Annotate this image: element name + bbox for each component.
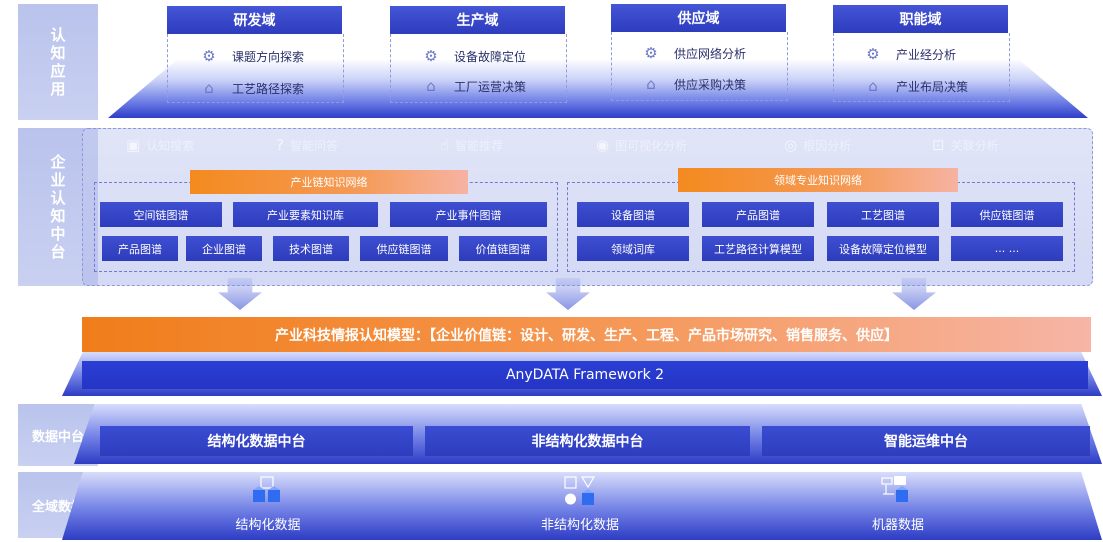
domain-body-function — [833, 33, 1010, 102]
network-tag[interactable]: 供应链图谱 — [951, 202, 1063, 227]
capability-label: 智能推荐 — [455, 138, 504, 153]
capability-label: 根因分析 — [803, 138, 852, 153]
domain-body-production — [390, 34, 567, 103]
capability-label: 关联分析 — [950, 138, 999, 153]
robot-icon: ⚙ — [866, 45, 880, 63]
app-label: 工艺路径探索 — [232, 81, 305, 96]
app-item[interactable]: ⚙ 设备故障定位 — [420, 46, 526, 66]
capability-item[interactable]: ◎ 根因分析 — [784, 136, 851, 154]
sidebar-cognitive-apps: 认知应用 — [18, 4, 98, 120]
network-tag[interactable]: 工艺路径计算模型 — [702, 236, 814, 261]
capability-label: 智能问答 — [289, 138, 338, 153]
factory-icon: ⌂ — [426, 77, 436, 95]
app-item[interactable]: ⚙ 课题方向探索 — [198, 46, 304, 66]
domain-title-function: 职能域 — [833, 5, 1008, 33]
data-source-label: 非结构化数据 — [540, 518, 619, 533]
network-tag[interactable]: 产业要素知识库 — [233, 202, 378, 227]
data-platform-unstructured[interactable]: 非结构化数据中台 — [425, 426, 750, 456]
capability-item[interactable]: ? 智能问答 — [276, 136, 338, 154]
data-platform-structured[interactable]: 结构化数据中台 — [100, 426, 413, 456]
app-label: 产业布局决策 — [896, 79, 969, 94]
sidebar-label: 企业认知中台 — [50, 153, 66, 261]
robot-icon: ⚙ — [424, 47, 438, 65]
robot-icon: ⚙ — [644, 44, 658, 62]
cubes-icon — [253, 476, 280, 502]
network-tag[interactable]: 领域词库 — [577, 236, 689, 261]
domain-title-supply: 供应域 — [611, 4, 786, 32]
app-item[interactable]: ⚙ 产业经分析 — [862, 44, 956, 64]
capability-item[interactable]: ⊡ 关联分析 — [932, 136, 999, 154]
data-source-label: 结构化数据 — [235, 518, 301, 533]
network-tag[interactable]: 企业图谱 — [186, 236, 262, 261]
network-tag[interactable]: 供应链图谱 — [360, 236, 448, 261]
robot-icon: ⚙ — [202, 47, 216, 65]
cognitive-model-bar: 产业科技情报认知模型：【企业价值链：设计、研发、生产、工程、产品市场研究、销售服… — [82, 317, 1091, 352]
capability-item[interactable]: ◉ 图可视化分析 — [596, 136, 687, 154]
app-item[interactable]: ⌂ 供应采购决策 — [640, 74, 746, 94]
sidebar-label: 数据中台 — [31, 429, 84, 445]
target-icon: ◎ — [784, 136, 798, 154]
domain-body-rd — [167, 34, 344, 103]
network-tag[interactable]: 空间链图谱 — [100, 202, 222, 227]
framework-bar: AnyDATA Framework 2 — [82, 361, 1088, 389]
data-source-label: 机器数据 — [871, 518, 924, 533]
network-tag[interactable]: 工艺图谱 — [827, 202, 939, 227]
eye-icon: ◉ — [596, 136, 610, 154]
domain-title-rd: 研发域 — [167, 6, 342, 34]
app-label: 课题方向探索 — [232, 49, 305, 64]
industry-network-title: 产业链知识网络 — [190, 170, 468, 194]
app-label: 产业经分析 — [896, 47, 957, 62]
shapes-icon — [564, 476, 596, 505]
network-tag[interactable]: ... ... — [951, 236, 1063, 261]
capability-label: 图可视化分析 — [615, 138, 688, 153]
sidebar-label: 认知应用 — [50, 26, 66, 98]
network-tag[interactable]: 设备图谱 — [577, 202, 689, 227]
capability-label: 认知搜索 — [146, 138, 195, 153]
qa-icon: ? — [276, 136, 284, 154]
domain-body-supply — [611, 32, 788, 101]
capability-item[interactable]: ☝ 智能推荐 — [440, 136, 503, 154]
app-item[interactable]: ⌂ 工艺路径探索 — [198, 78, 304, 98]
app-label: 供应网络分析 — [674, 46, 747, 61]
domain-network-title: 领域专业知识网络 — [678, 168, 958, 192]
network-tag[interactable]: 产品图谱 — [102, 236, 178, 261]
data-platform-ops[interactable]: 智能运维中台 — [762, 426, 1090, 456]
machine-icon — [881, 476, 908, 502]
app-label: 设备故障定位 — [454, 49, 527, 64]
app-item[interactable]: ⌂ 产业布局决策 — [862, 76, 968, 96]
app-item[interactable]: ⌂ 工厂运营决策 — [420, 76, 526, 96]
factory-icon: ⌂ — [646, 75, 656, 93]
network-tag[interactable]: 产业事件图谱 — [390, 202, 547, 227]
apps-platform — [108, 60, 1088, 118]
network-tag[interactable]: 设备故障定位模型 — [827, 236, 939, 261]
capability-item[interactable]: ▣ 认知搜索 — [126, 136, 194, 154]
app-label: 工厂运营决策 — [454, 79, 527, 94]
global-data-platform — [62, 472, 1102, 540]
app-label: 供应采购决策 — [674, 77, 747, 92]
network-tag[interactable]: 产品图谱 — [702, 202, 814, 227]
network-tag[interactable]: 价值链图谱 — [459, 236, 547, 261]
domain-title-production: 生产域 — [390, 6, 565, 34]
app-item[interactable]: ⚙ 供应网络分析 — [640, 43, 746, 63]
factory-icon: ⌂ — [868, 77, 878, 95]
factory-icon: ⌂ — [204, 79, 214, 97]
link-icon: ⊡ — [932, 136, 945, 154]
search-icon: ▣ — [126, 136, 141, 154]
network-tag[interactable]: 技术图谱 — [273, 236, 349, 261]
thumbs-up-icon: ☝ — [440, 136, 450, 154]
